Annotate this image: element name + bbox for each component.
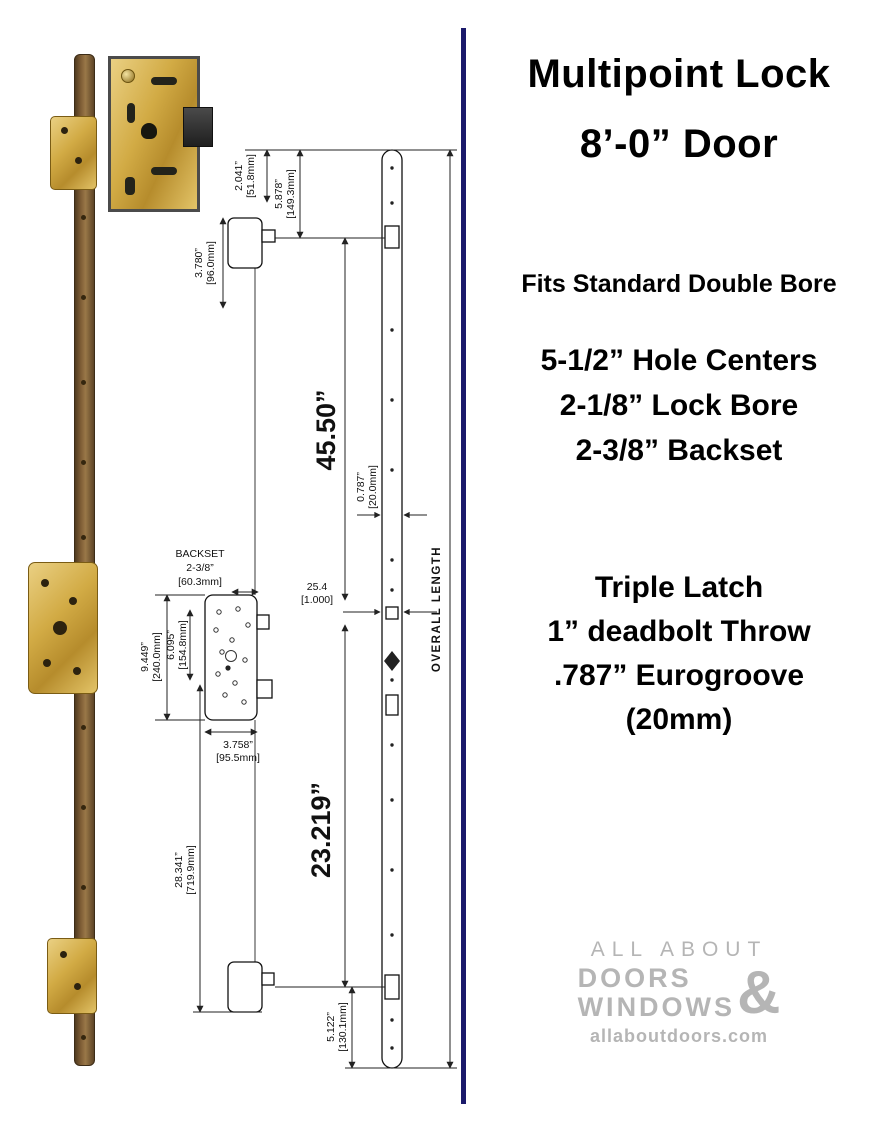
latch-slot bbox=[151, 77, 177, 85]
screw-hole bbox=[60, 951, 67, 958]
dim-faceplate-mm: 25.4 bbox=[307, 581, 328, 593]
watermark-windows: WINDOWS bbox=[577, 992, 736, 1022]
screw-hole bbox=[81, 1035, 86, 1040]
spindle-hub bbox=[225, 650, 237, 662]
screw-hole bbox=[81, 295, 86, 300]
dimension-lines bbox=[155, 149, 457, 1069]
gearbox-deadbolt bbox=[256, 679, 273, 699]
screw-hole bbox=[75, 157, 82, 164]
screw-hole bbox=[81, 380, 86, 385]
dim-top-offset-in: 2.041” bbox=[233, 161, 245, 191]
watermark-url: allaboutdoors.com bbox=[589, 1026, 768, 1046]
dim-top-offset-mm: [51.8mm] bbox=[245, 154, 257, 198]
dim-case-height-mm: [96.0mm] bbox=[205, 241, 217, 285]
keyhole bbox=[141, 123, 157, 139]
dim-gearbox-inner-in: 6.095” bbox=[165, 630, 177, 660]
screw-head bbox=[121, 69, 135, 83]
screw-hole bbox=[81, 885, 86, 890]
info-panel: Multipoint Lock 8’-0” Door Fits Standard… bbox=[470, 0, 888, 1130]
screw-hole bbox=[81, 725, 86, 730]
dim-gearbox-width-mm: [95.5mm] bbox=[216, 752, 260, 764]
bottom-latch-case-photo bbox=[47, 938, 97, 1014]
screw-hole bbox=[43, 659, 51, 667]
dimension-labels: 2.041” [51.8mm] 5.878” [149.3mm] 3.780” … bbox=[139, 154, 443, 1052]
dim-gearbox-height-mm: [240.0mm] bbox=[151, 632, 163, 682]
watermark-doors: DOORS bbox=[577, 963, 692, 993]
dim-lower-span: 23.219” bbox=[306, 782, 336, 878]
lock-faceplate-photo bbox=[74, 54, 95, 1066]
gearbox-latch-bolt bbox=[256, 614, 270, 630]
hub-cutout bbox=[385, 606, 399, 620]
watermark-name-row: DOORS WINDOWS & bbox=[470, 959, 888, 1026]
dim-eurogroove-mm: [20.0mm] bbox=[367, 465, 379, 509]
screw-hole bbox=[61, 127, 68, 134]
dim-top-latch-in: 5.878” bbox=[273, 179, 285, 209]
gearbox-photo bbox=[28, 562, 98, 694]
spindle-hole bbox=[53, 621, 67, 635]
dim-gearbox-width-in: 3.758” bbox=[223, 739, 253, 751]
faceplate-front-view bbox=[381, 149, 403, 1069]
screw-hole bbox=[74, 983, 81, 990]
dim-lower-total-in: 28.341” bbox=[173, 852, 185, 888]
latch-slot bbox=[125, 177, 135, 195]
watermark-all-about: ALL ABOUT bbox=[590, 938, 768, 961]
product-photo bbox=[0, 0, 213, 1130]
dim-gearbox-inner-mm: [154.8mm] bbox=[177, 620, 189, 670]
ampersand-mark: & bbox=[737, 959, 781, 1026]
page-title-door-size: 8’-0” Door bbox=[579, 122, 779, 166]
spec-list: 5-1/2” Hole Centers 2-1/8” Lock Bore 2-3… bbox=[470, 338, 888, 473]
top-latch-bolt bbox=[261, 229, 276, 243]
screw-hole bbox=[81, 460, 86, 465]
deadbolt-cutout bbox=[385, 694, 399, 716]
screw-hole bbox=[73, 667, 81, 675]
technical-drawing: 2.041” [51.8mm] 5.878” [149.3mm] 3.780” … bbox=[139, 149, 457, 1069]
overall-length-label: OVERALL LENGTH bbox=[431, 546, 443, 672]
feature-deadbolt-throw: 1” deadbolt Throw bbox=[547, 615, 811, 648]
bottom-latch-bolt bbox=[261, 972, 275, 986]
dim-backset-label: BACKSET bbox=[175, 548, 225, 560]
screw-hole bbox=[81, 805, 86, 810]
spec-lock-bore: 2-1/8” Lock Bore bbox=[559, 389, 799, 422]
feature-triple-latch: Triple Latch bbox=[594, 571, 764, 604]
dim-upper-span: 45.50” bbox=[311, 389, 341, 470]
dim-bottom-offset-mm: [130.1mm] bbox=[337, 1002, 349, 1052]
dim-eurogroove-in: 0.787” bbox=[355, 472, 367, 502]
inset-detail-photo bbox=[108, 56, 213, 212]
latch-slot bbox=[127, 103, 135, 123]
gearbox-case bbox=[204, 594, 258, 721]
brand-watermark: ALL ABOUT DOORS WINDOWS & allaboutdoors.… bbox=[470, 938, 888, 1047]
dim-bottom-offset-in: 5.122” bbox=[325, 1012, 337, 1042]
dim-faceplate-in: [1.000] bbox=[301, 594, 333, 606]
latch-slot bbox=[151, 167, 177, 175]
screw-hole bbox=[81, 215, 86, 220]
diamond-cutout bbox=[384, 651, 400, 671]
screw-hole bbox=[69, 597, 77, 605]
feature-eurogroove-mm: (20mm) bbox=[625, 703, 733, 736]
bottom-lock-case bbox=[227, 961, 263, 1013]
page-title: Multipoint Lock bbox=[527, 52, 831, 96]
section-divider bbox=[461, 28, 466, 1104]
dim-gearbox-height-in: 9.449” bbox=[139, 642, 151, 672]
top-latch-cutout bbox=[384, 225, 400, 249]
dim-backset-in: 2-3/8” bbox=[186, 562, 214, 574]
deadbolt-photo bbox=[183, 107, 213, 147]
dim-top-latch-mm: [149.3mm] bbox=[285, 169, 297, 219]
feature-eurogroove: .787” Eurogroove bbox=[553, 659, 805, 692]
spec-backset: 2-3/8” Backset bbox=[575, 434, 783, 467]
dim-lower-total-mm: [719.9mm] bbox=[185, 845, 197, 895]
screw-hole bbox=[41, 579, 49, 587]
bottom-latch-cutout bbox=[384, 974, 400, 1000]
lock-side-profile bbox=[204, 217, 276, 1013]
watermark-names: DOORS WINDOWS bbox=[578, 964, 735, 1022]
top-lock-case bbox=[227, 217, 263, 269]
dim-backset-mm: [60.3mm] bbox=[178, 576, 222, 588]
dim-case-height-in: 3.780” bbox=[193, 248, 205, 278]
feature-list: Triple Latch 1” deadbolt Throw .787” Eur… bbox=[470, 566, 888, 742]
top-latch-case-photo bbox=[50, 116, 97, 190]
fit-note: Fits Standard Double Bore bbox=[521, 270, 837, 298]
spec-hole-centers: 5-1/2” Hole Centers bbox=[540, 344, 818, 377]
screw-hole bbox=[81, 535, 86, 540]
